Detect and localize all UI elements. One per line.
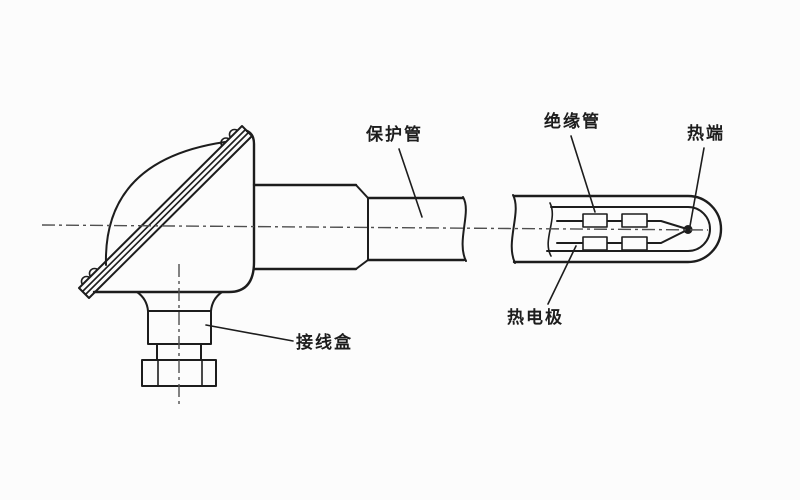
head-lid-bar-inner-line xyxy=(81,128,247,293)
head-dome-edge xyxy=(104,141,226,266)
neck-flare-left xyxy=(136,291,149,312)
label-hot-end: 热端 xyxy=(687,124,725,143)
hot-junction-dot xyxy=(683,225,693,234)
label-protection-tube: 保护管 xyxy=(366,125,423,144)
insulator-bead xyxy=(621,236,648,251)
tube-shoulder-top xyxy=(355,184,369,199)
tube-break-line xyxy=(461,196,467,262)
tube-shoulder-bottom xyxy=(355,259,369,270)
insulator-bead xyxy=(582,213,608,228)
leader-electrode xyxy=(547,245,577,305)
centerline-horizontal xyxy=(41,224,709,231)
insulator-bead xyxy=(582,236,608,251)
tube-break-line xyxy=(510,194,517,264)
tube-closed-end-outline xyxy=(512,194,723,264)
head-body-outline xyxy=(92,129,256,294)
leader-lines xyxy=(205,135,705,342)
label-terminal-box: 接线盒 xyxy=(296,333,353,352)
head-lid-bar-inner-line xyxy=(84,131,250,296)
tube-inner-wall xyxy=(546,206,711,252)
leader-protection-tube xyxy=(398,148,423,218)
sensing-end xyxy=(510,194,723,264)
terminal-head xyxy=(78,125,256,299)
leader-insulation-tube xyxy=(570,135,596,213)
insulator-bead xyxy=(621,213,648,228)
head-lid-bar xyxy=(78,125,253,299)
label-insulation-tube: 绝缘管 xyxy=(544,112,601,131)
leader-terminal-box xyxy=(205,324,294,342)
neck-flare-right xyxy=(210,291,223,312)
leader-hot-end xyxy=(689,147,705,227)
protection-tube xyxy=(252,183,467,271)
label-electrode: 热电极 xyxy=(507,308,564,327)
electrodes xyxy=(556,213,693,251)
